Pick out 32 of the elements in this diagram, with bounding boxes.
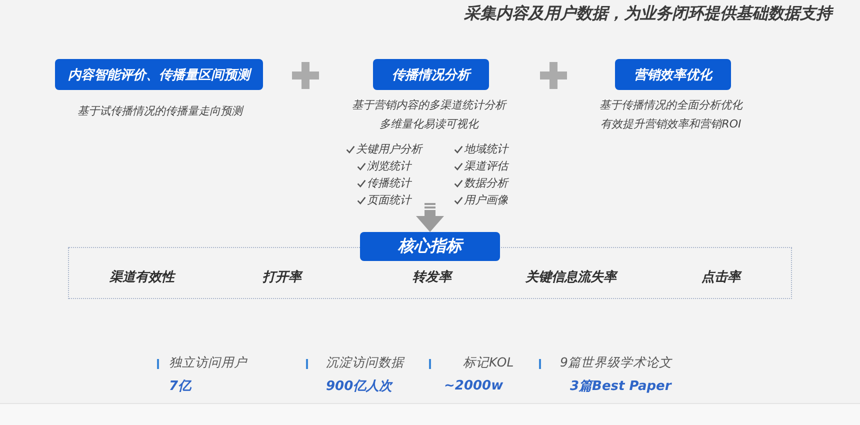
- caption-text: 有效提升营销效率和营销ROI: [600, 116, 742, 132]
- checklist-text: 用户画像: [464, 192, 508, 208]
- metric-text: 关键信息流失率: [526, 268, 616, 286]
- caption-text: 多维量化易读可视化: [380, 116, 478, 132]
- stat-value: 900亿人次: [326, 378, 392, 395]
- checklist-text: 渠道评估: [464, 158, 508, 174]
- page-title: 采集内容及用户数据，为业务闭环提供基础数据支持: [464, 4, 832, 24]
- checklist-text: 关键用户分析: [356, 142, 422, 156]
- metric-text: 转发率: [412, 268, 452, 286]
- caption-text: 基于营销内容的多渠道统计分析: [352, 98, 506, 112]
- feature-box: 内容智能评价、传播量区间预测: [55, 59, 263, 90]
- stat-value: 3篇Best Paper: [570, 378, 672, 395]
- metric-text: 渠道有效性: [110, 268, 174, 286]
- stat-label: 沉淀访问数据: [326, 354, 404, 372]
- heading-box: 核心指标: [360, 232, 500, 261]
- feature-box: 传播情况分析: [373, 59, 489, 90]
- checklist-text: 页面统计: [367, 192, 411, 208]
- stat-value: ~2000w: [444, 378, 504, 394]
- feature-box: 营销效率优化: [615, 59, 731, 90]
- stat-value: 7亿: [169, 378, 192, 395]
- checklist-text: 浏览统计: [367, 158, 411, 174]
- checklist-text: 数据分析: [464, 176, 508, 190]
- caption-text: 基于试传播情况的传播量走向预测: [78, 104, 242, 118]
- metric-text: 打开率: [262, 268, 302, 286]
- arrow: [416, 203, 444, 232]
- checklist-text: 地域统计: [464, 142, 508, 156]
- stat-label: 标记KOL: [463, 354, 514, 372]
- metric-text: 点击率: [702, 268, 740, 286]
- stat-label: 9篇世界级学术论文: [560, 354, 672, 372]
- caption-text: 基于传播情况的全面分析优化: [600, 98, 742, 112]
- stat-label: 独立访问用户: [169, 354, 247, 372]
- checklist-text: 传播统计: [367, 176, 411, 190]
